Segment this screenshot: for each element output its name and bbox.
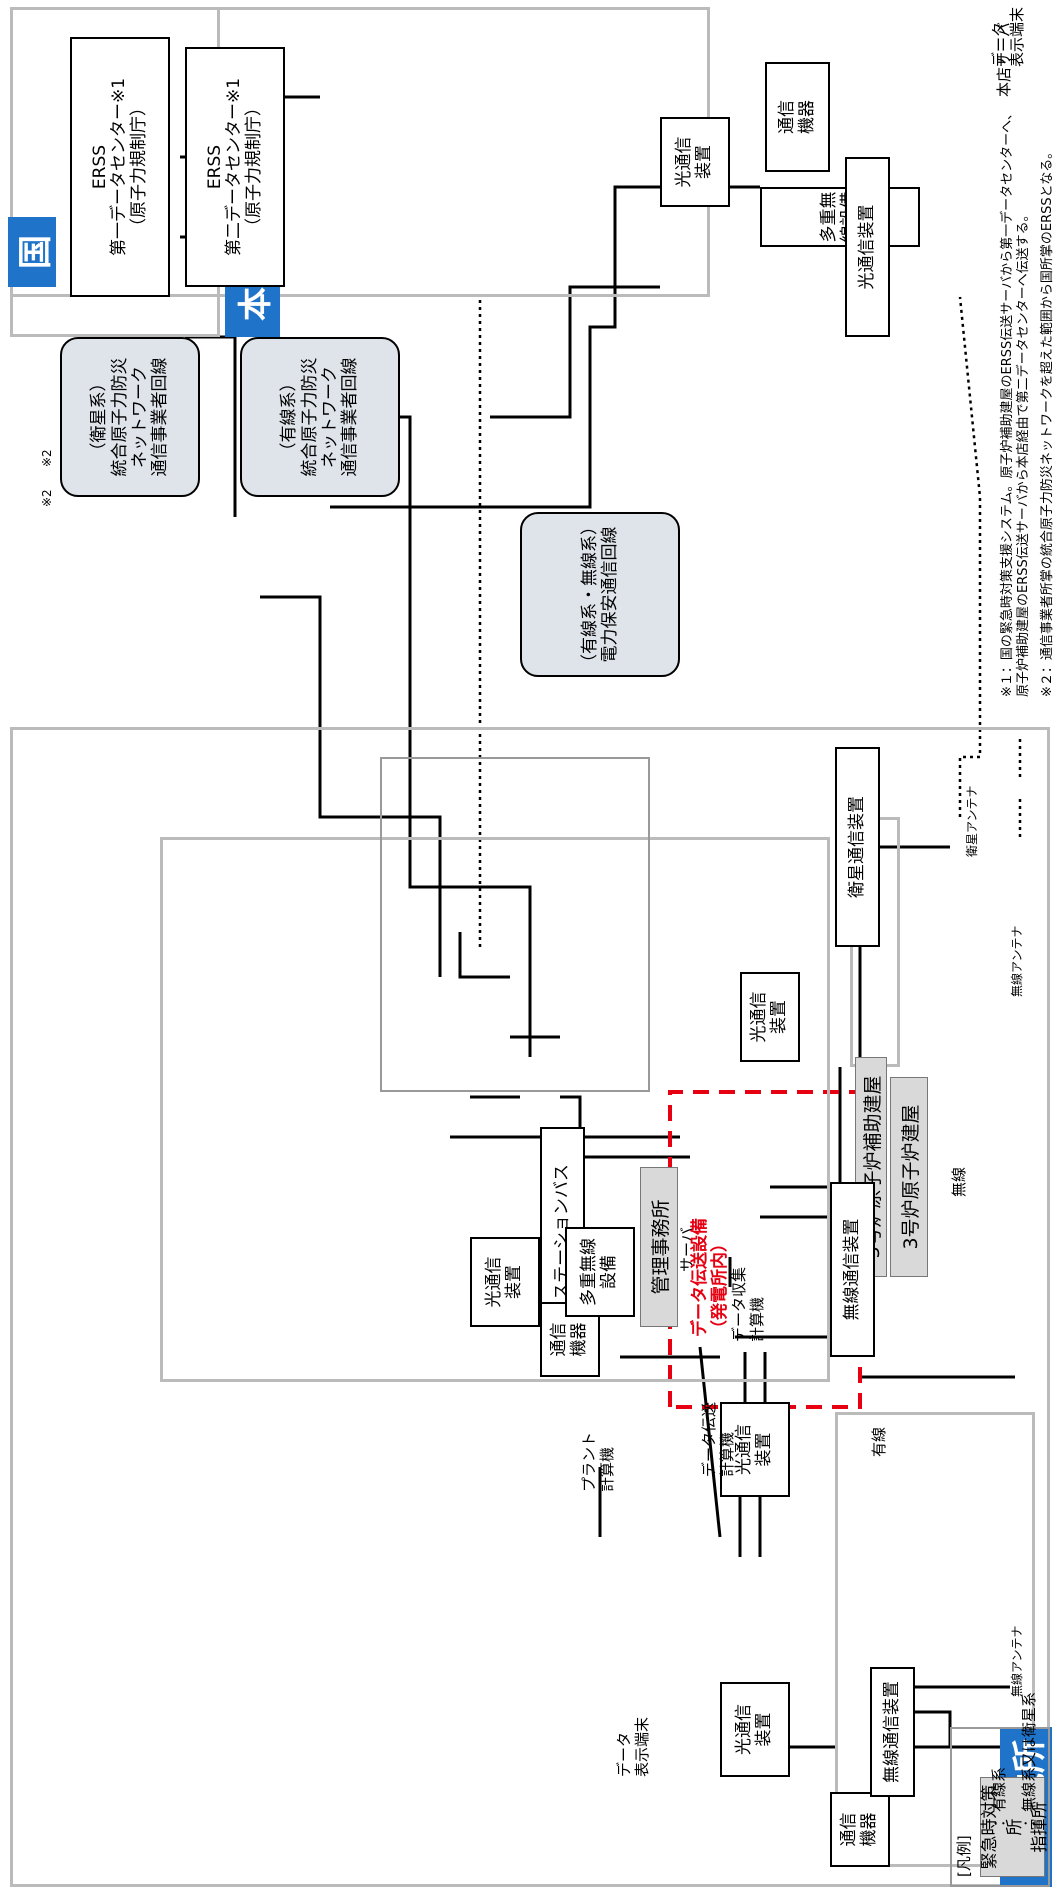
cloud-power-line: （有線系・無線系） 電力保安通信回線 [520, 512, 680, 677]
cloud-unified-satellite: （衛星系） 統合原子力防災 ネットワーク 通信事業者回線 [60, 337, 200, 497]
optic-device-left: 光通信 装置 [720, 1682, 790, 1777]
optic-device-2: 光通信 装置 [740, 972, 800, 1062]
legend-wired: ：有線系 [990, 1767, 1008, 1827]
area-mgmt-office [380, 757, 650, 1092]
label-wired: 有線 [870, 1427, 888, 1457]
datatx-computer-label: データ伝送 計算機 [700, 1402, 736, 1477]
mgmt-multiradio: 多重無線 設備 [565, 1227, 635, 1317]
label-mgmt-office: 管理事務所 [640, 1167, 678, 1327]
collector-label: データ収集 計算機 [730, 1267, 766, 1342]
legend-title: [凡例] [955, 1835, 973, 1877]
radio-device-mid: 無線通信装置 [830, 1182, 875, 1357]
label-antenna-mid: 無線アンテナ [1010, 925, 1024, 997]
label-reactor-building: 3号炉原子炉建屋 [890, 1077, 928, 1277]
note-mark-2-b: ※2 [40, 489, 54, 507]
plant-computer-label: プラント 計算機 [580, 1432, 616, 1492]
label-wireless: 無線 [950, 1167, 968, 1197]
data-terminal-label: データ 表示端末 [615, 1667, 651, 1777]
label-antenna-left: 無線アンテナ [1010, 1625, 1024, 1697]
hq-optic-2: 光通信装置 [845, 157, 890, 337]
erss-first-center: ERSS 第一データセンター※1 （原子力規制庁） [70, 37, 170, 297]
tag-nation: 国 [8, 217, 56, 287]
hq-optic: 光通信 装置 [660, 117, 730, 207]
note-2: ※２：通信事業者所掌の統合原子力防災ネットワークを超えた範囲から国所掌のERSS… [1040, 97, 1056, 697]
mgmt-optic: 光通信 装置 [470, 1237, 540, 1327]
radio-device-left: 無線通信装置 [870, 1667, 915, 1797]
red-box-label: データ伝送設備 （発電所内） [690, 1218, 731, 1337]
comm-device-left: 通信 機器 [830, 1792, 890, 1867]
hq-comm: 通信 機器 [765, 62, 830, 172]
hq-terminal-label: データ 表示端末 [990, 7, 1026, 67]
erss-second-center: ERSS 第二データセンター※1 （原子力規制庁） [185, 47, 285, 287]
wire-unified-wired-to-erss2 [490, 287, 660, 417]
satellite-device: 衛星通信装置 [835, 747, 880, 947]
legend-wireless: ：無線系又は衛星系 [1020, 1692, 1038, 1827]
cloud-unified-wired: （有線系） 統合原子力防災 ネットワーク 通信事業者回線 [240, 337, 400, 497]
note-mark-2-a: ※2 [40, 449, 54, 467]
satellite-antenna-label: 衛星アンテナ [965, 785, 979, 857]
note-1: ※１：国の緊急時対策支援システム。原子炉補助建屋のERSS伝送サーバから第一デー… [1000, 97, 1031, 697]
